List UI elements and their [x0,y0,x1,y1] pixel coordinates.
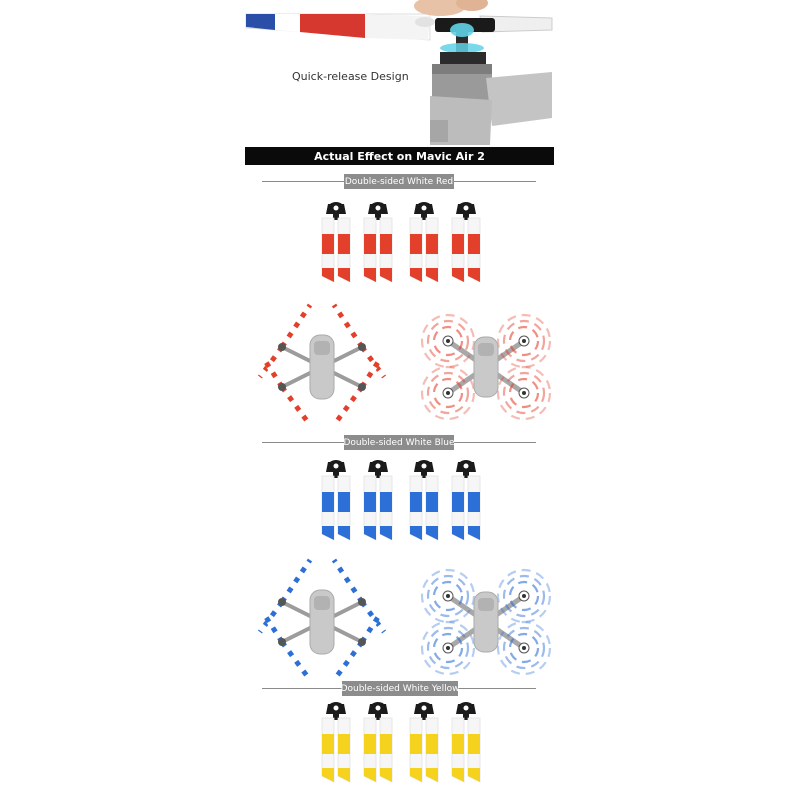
propeller-blade-icon [245,13,435,41]
propeller-icon [363,702,393,783]
propeller-icon [409,702,439,783]
propeller-icon [451,202,481,283]
section-label-blue: Double-sided White Blue [343,435,455,450]
section-banner: Actual Effect on Mavic Air 2 [245,147,554,165]
hero-caption: Quick-release Design [292,70,409,83]
propeller-icon [409,202,439,283]
hand-icon [414,0,488,16]
quick-release-illustration [245,0,553,145]
propeller-icon [451,460,481,541]
propeller-icon [321,702,351,783]
propeller-icon [409,460,439,541]
drone-spinning-icon [420,313,552,421]
drone-spinning-icon [420,568,552,676]
propeller-icon [363,460,393,541]
motor-icon [432,18,495,102]
section-label-yellow: Double-sided White Yellow [341,681,459,696]
drone-folded-icon [257,302,387,428]
propeller-icon [451,702,481,783]
section-label-red: Double-sided White Red [344,174,454,189]
propeller-icon [363,202,393,283]
propeller-icon [321,202,351,283]
propeller-icon [321,460,351,541]
drone-folded-icon [257,557,387,683]
